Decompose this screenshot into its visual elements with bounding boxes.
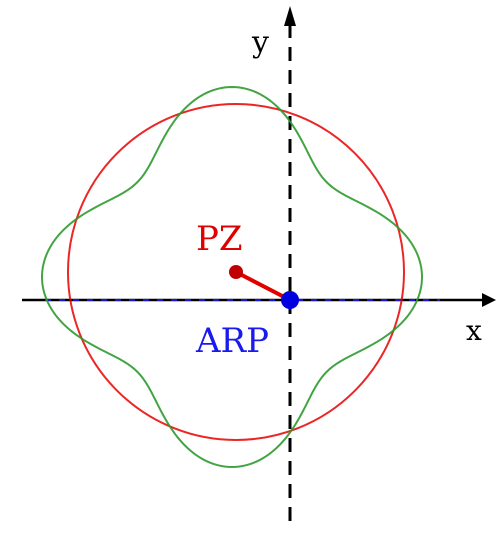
pz-arp-connector (235, 270, 291, 302)
y-axis-arrowhead (284, 6, 296, 26)
pz-point (229, 265, 243, 279)
pz-label: PZ (196, 219, 243, 259)
y-axis-label: y (251, 25, 269, 60)
arp-point (281, 291, 299, 309)
green-wavy-curve (40, 85, 424, 469)
red-circle (67, 103, 405, 441)
x-axis-label: x (466, 314, 482, 347)
arp-label: ARP (195, 321, 269, 361)
x-axis-arrowhead (482, 293, 496, 307)
